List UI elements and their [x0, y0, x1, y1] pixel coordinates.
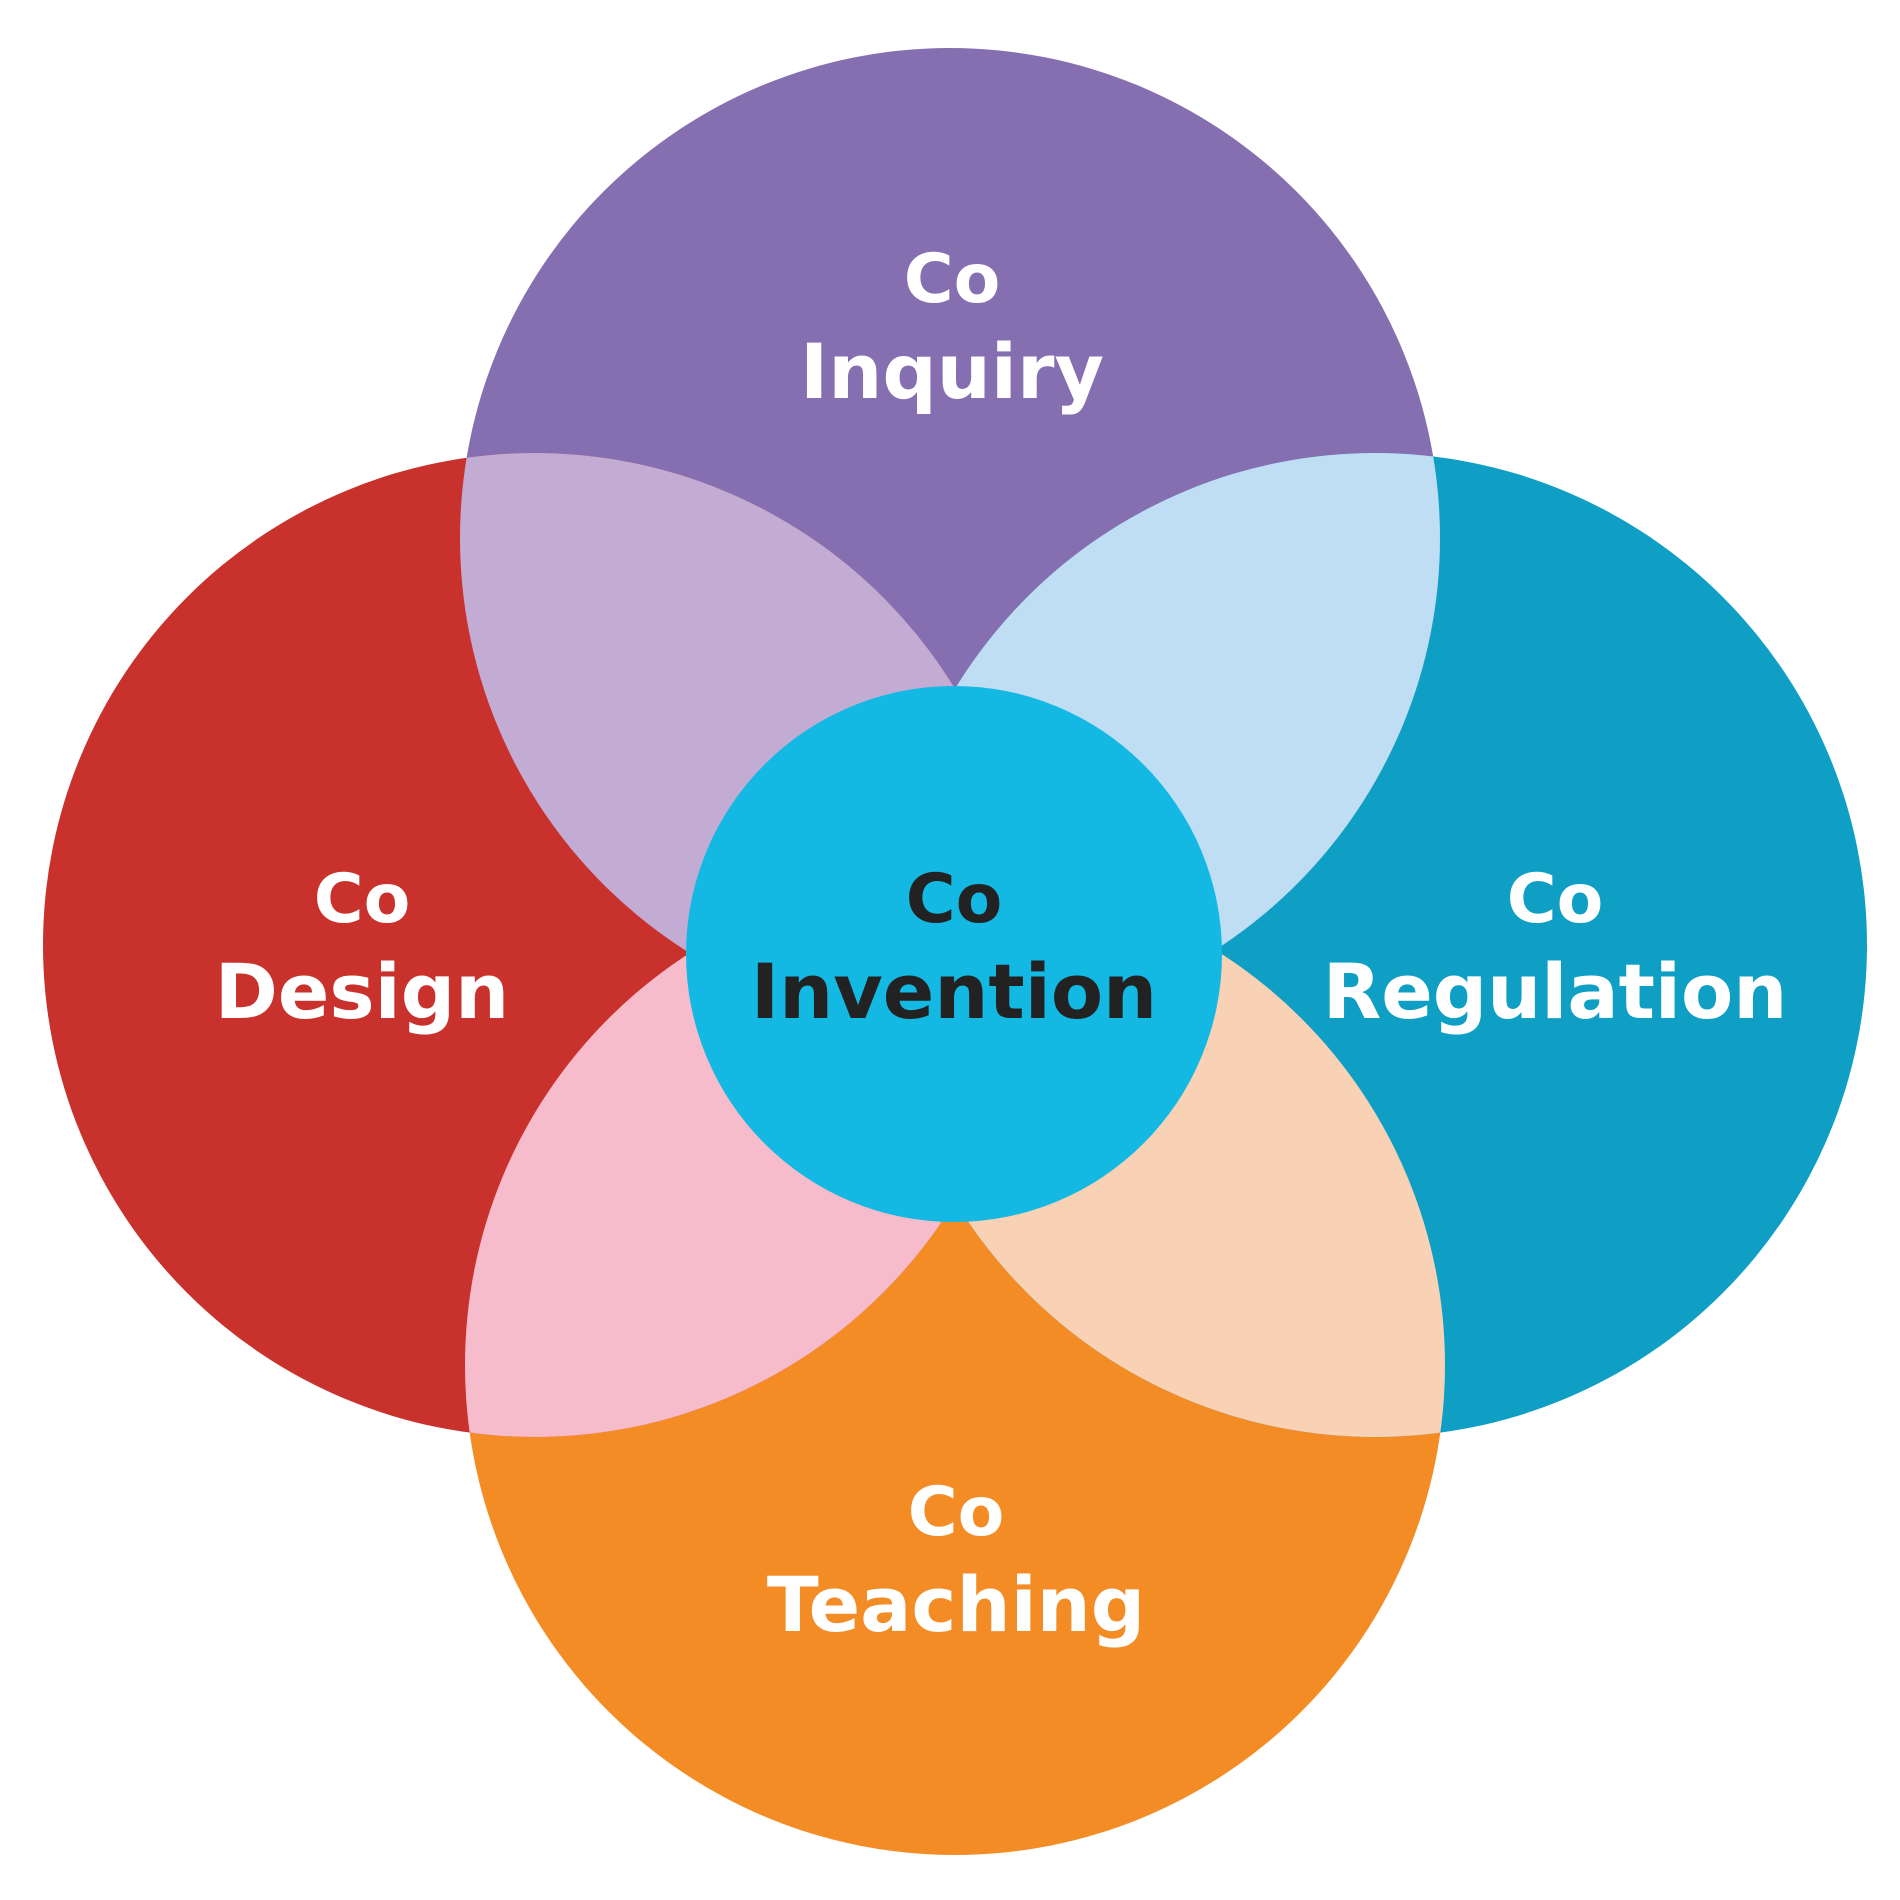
regulation-label-prefix: Co — [1507, 860, 1604, 939]
design-label: Co Design — [215, 860, 509, 1036]
design-label-prefix: Co — [314, 860, 411, 939]
center-label-prefix: Co — [906, 860, 1003, 939]
inquiry-label-prefix: Co — [904, 240, 1001, 319]
design-label-name: Design — [215, 947, 509, 1036]
regulation-label-name: Regulation — [1323, 947, 1788, 1036]
center-label-name: Invention — [751, 947, 1157, 1036]
center-label: Co Invention — [751, 860, 1157, 1036]
teaching-label-name: Teaching — [767, 1560, 1145, 1649]
inquiry-label-name: Inquiry — [800, 327, 1104, 416]
invention-circle — [686, 686, 1222, 1222]
teaching-label-prefix: Co — [908, 1473, 1005, 1552]
inquiry-label: Co Inquiry — [800, 240, 1104, 416]
teaching-label: Co Teaching — [767, 1473, 1145, 1649]
regulation-label: Co Regulation — [1323, 860, 1788, 1036]
